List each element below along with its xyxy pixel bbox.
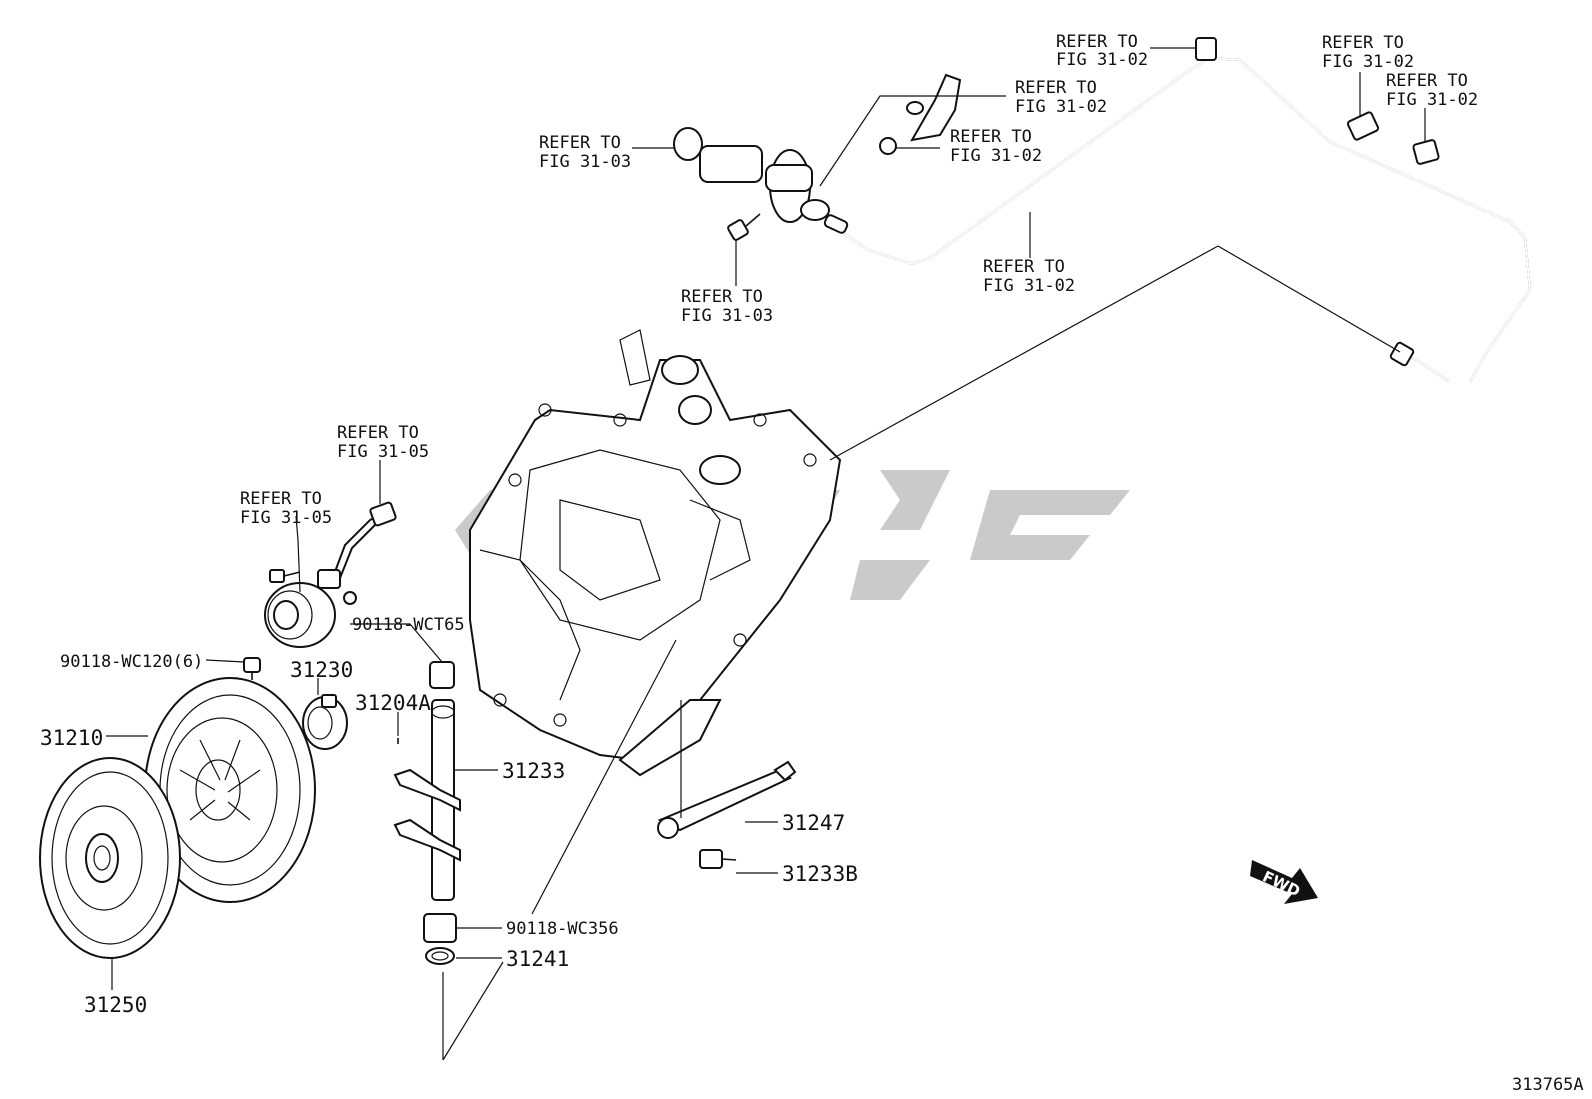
part-31210: 31210 — [40, 726, 103, 750]
part-31233b: 31233B — [782, 862, 858, 886]
ref-far-right-a-line1: REFER TO — [1322, 33, 1404, 53]
ref-far-right-b-line1: REFER TO — [1386, 71, 1468, 91]
ref-bracket-small-line1: REFER TO — [950, 127, 1032, 147]
bearing-31204a — [302, 694, 399, 750]
part-31204a: 31204A — [355, 691, 431, 715]
ref-hose-line2: FIG 31-05 — [337, 442, 429, 462]
bolt-90118-wc120 — [243, 657, 261, 680]
transmission-case — [469, 329, 842, 777]
fwd-direction-badge: FWD — [1250, 860, 1318, 904]
ref-pipe-clamp-line2: FIG 31-02 — [1015, 97, 1107, 117]
diagram-code: 313765A — [1512, 1075, 1584, 1095]
part-90118-wc120: 90118-WC120(6) — [60, 652, 203, 672]
callout-labels: REFER TO FIG 31-02 REFER TO FIG 31-02 RE… — [240, 32, 1478, 528]
fork-shaft — [393, 639, 677, 1061]
master-cylinder-assembly — [673, 37, 1532, 383]
release-lever — [657, 700, 797, 869]
part-31233: 31233 — [502, 759, 565, 783]
ref-top-left-line2: FIG 31-02 — [1056, 50, 1148, 70]
ref-master-cyl-line1: REFER TO — [539, 133, 621, 153]
ref-hose-bolt-line2: FIG 31-05 — [240, 508, 332, 528]
part-number-labels: 90118-WCT65 90118-WC120(6) 31230 31204A … — [40, 615, 858, 1017]
ref-master-bolt-line2: FIG 31-03 — [681, 306, 773, 326]
clutch-disc — [39, 757, 181, 959]
ref-hose-line1: REFER TO — [337, 423, 419, 443]
clutch-cover — [144, 677, 316, 903]
ref-line-mid-line2: FIG 31-02 — [983, 276, 1075, 296]
ref-master-bolt-line1: REFER TO — [681, 287, 763, 307]
part-31230: 31230 — [290, 658, 353, 682]
part-90118-wct65: 90118-WCT65 — [352, 615, 465, 635]
ref-far-right-b-line2: FIG 31-02 — [1386, 90, 1478, 110]
part-31247: 31247 — [782, 811, 845, 835]
ref-pipe-clamp-line1: REFER TO — [1015, 78, 1097, 98]
release-bearing — [264, 501, 397, 648]
ref-master-cyl-line2: FIG 31-03 — [539, 152, 631, 172]
part-leader-lines — [106, 460, 778, 990]
part-31250: 31250 — [84, 993, 147, 1017]
part-90118-wc356: 90118-WC356 — [506, 919, 619, 939]
ref-top-left-line1: REFER TO — [1056, 32, 1138, 52]
ref-line-mid-line1: REFER TO — [983, 257, 1065, 277]
ref-far-right-a-line2: FIG 31-02 — [1322, 52, 1414, 72]
part-31241: 31241 — [506, 947, 569, 971]
ref-bracket-small-line2: FIG 31-02 — [950, 146, 1042, 166]
ref-hose-bolt-line1: REFER TO — [240, 489, 322, 509]
top-leader-lines — [632, 47, 1426, 286]
